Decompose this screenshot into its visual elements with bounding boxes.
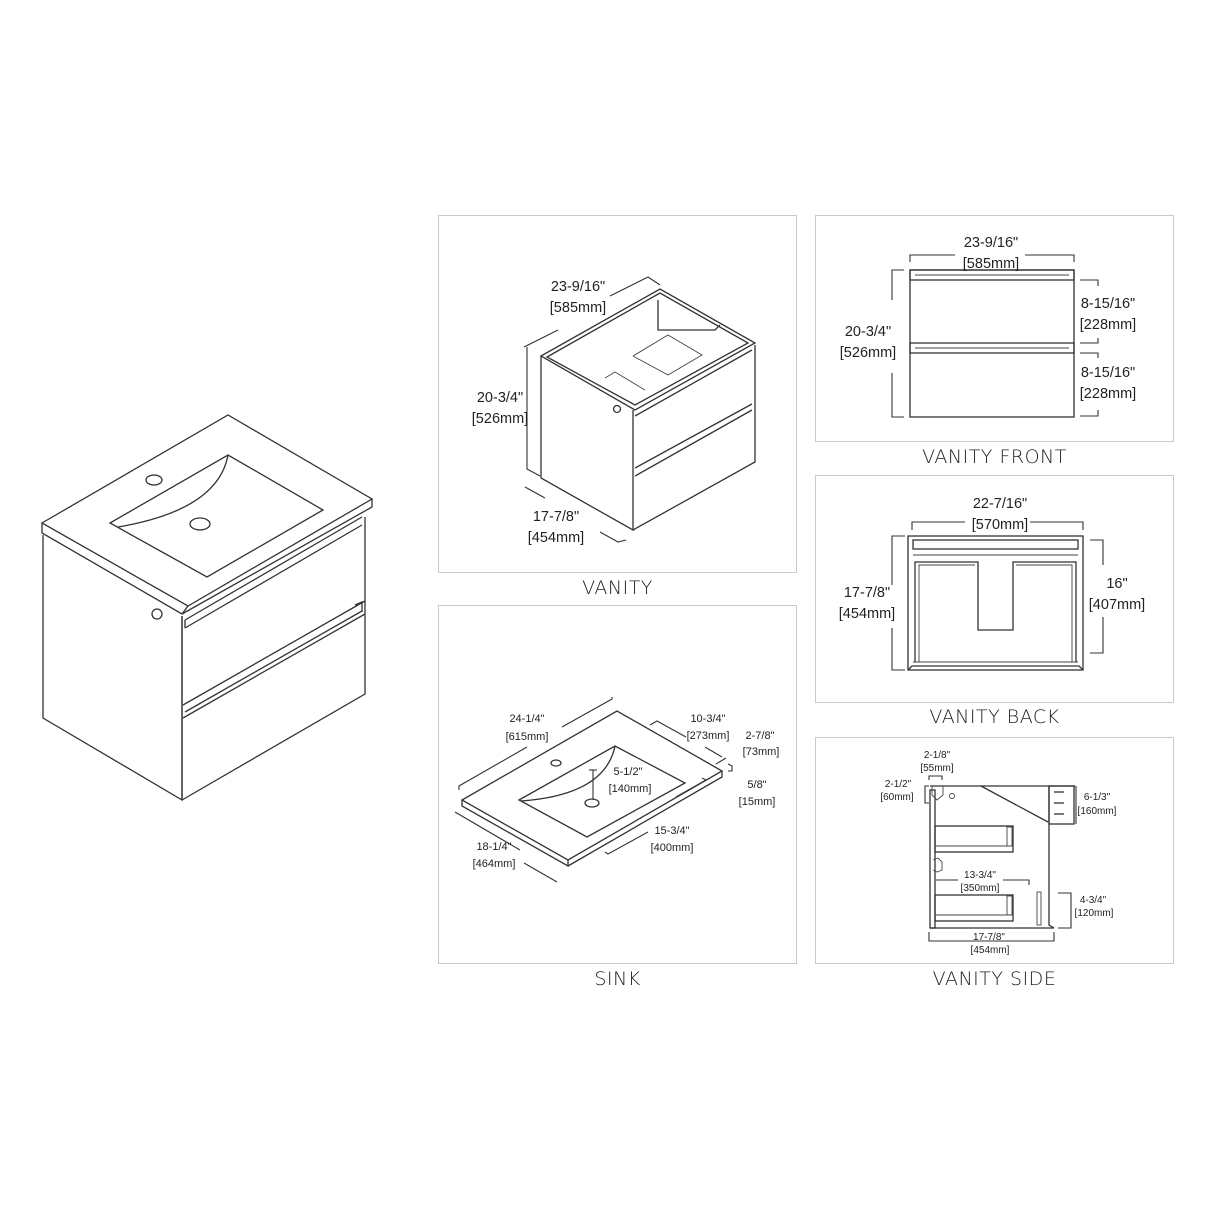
- svg-text:13-3/4": 13-3/4": [964, 870, 996, 881]
- svg-text:8-15/16": 8-15/16": [1081, 296, 1135, 312]
- svg-text:22-7/16": 22-7/16": [973, 496, 1027, 512]
- svg-text:[464mm]: [464mm]: [473, 858, 516, 870]
- svg-text:[615mm]: [615mm]: [506, 731, 549, 743]
- svg-text:23-9/16": 23-9/16": [964, 235, 1018, 251]
- svg-text:2-1/2": 2-1/2": [885, 779, 912, 790]
- svg-text:18-1/4": 18-1/4": [476, 841, 511, 853]
- svg-text:20-3/4": 20-3/4": [477, 390, 523, 406]
- vanity-front-panel: [815, 215, 1174, 442]
- svg-text:17-7/8": 17-7/8": [533, 509, 579, 525]
- vanity-front-caption: VANITY FRONT: [922, 446, 1067, 468]
- vanity-panel: [438, 215, 797, 573]
- svg-text:6-1/3": 6-1/3": [1084, 792, 1111, 803]
- vanity-back-panel: [815, 475, 1174, 703]
- svg-text:[585mm]: [585mm]: [963, 256, 1019, 272]
- svg-text:24-1/4": 24-1/4": [509, 713, 544, 725]
- svg-text:[526mm]: [526mm]: [840, 345, 896, 361]
- svg-text:[585mm]: [585mm]: [550, 300, 606, 316]
- svg-text:2-7/8": 2-7/8": [746, 730, 775, 742]
- svg-text:5/8": 5/8": [747, 779, 766, 791]
- svg-text:5-1/2": 5-1/2": [614, 766, 643, 778]
- svg-text:[526mm]: [526mm]: [472, 411, 528, 427]
- svg-text:15-3/4": 15-3/4": [654, 825, 689, 837]
- svg-text:[160mm]: [160mm]: [1078, 806, 1117, 817]
- svg-text:20-3/4": 20-3/4": [845, 324, 891, 340]
- svg-text:[140mm]: [140mm]: [609, 783, 652, 795]
- svg-text:[228mm]: [228mm]: [1080, 317, 1136, 333]
- svg-text:23-9/16": 23-9/16": [551, 279, 605, 295]
- svg-text:[570mm]: [570mm]: [972, 517, 1028, 533]
- svg-text:[400mm]: [400mm]: [651, 842, 694, 854]
- sink-panel: [438, 605, 797, 964]
- svg-text:10-3/4": 10-3/4": [690, 713, 725, 725]
- svg-text:[454mm]: [454mm]: [971, 945, 1010, 956]
- vanity-side-panel: [815, 737, 1174, 964]
- svg-text:16": 16": [1106, 576, 1127, 592]
- svg-text:[407mm]: [407mm]: [1089, 597, 1145, 613]
- svg-text:[55mm]: [55mm]: [920, 763, 954, 774]
- sink-caption: SINK: [594, 968, 641, 990]
- svg-text:4-3/4": 4-3/4": [1080, 895, 1107, 906]
- vanity-back-caption: VANITY BACK: [929, 706, 1060, 728]
- svg-text:17-7/8": 17-7/8": [973, 932, 1005, 943]
- vanity-side-caption: VANITY SIDE: [932, 968, 1057, 990]
- svg-text:17-7/8": 17-7/8": [844, 585, 890, 601]
- svg-text:[273mm]: [273mm]: [687, 730, 730, 742]
- vanity-caption: VANITY: [582, 577, 653, 599]
- svg-text:[15mm]: [15mm]: [739, 796, 776, 808]
- svg-text:[60mm]: [60mm]: [880, 792, 914, 803]
- svg-text:[120mm]: [120mm]: [1075, 908, 1114, 919]
- svg-text:[73mm]: [73mm]: [743, 746, 780, 758]
- svg-text:2-1/8": 2-1/8": [924, 750, 951, 761]
- svg-text:[454mm]: [454mm]: [839, 606, 895, 622]
- svg-text:8-15/16": 8-15/16": [1081, 365, 1135, 381]
- svg-text:[228mm]: [228mm]: [1080, 386, 1136, 402]
- svg-text:[454mm]: [454mm]: [528, 530, 584, 546]
- svg-text:[350mm]: [350mm]: [961, 883, 1000, 894]
